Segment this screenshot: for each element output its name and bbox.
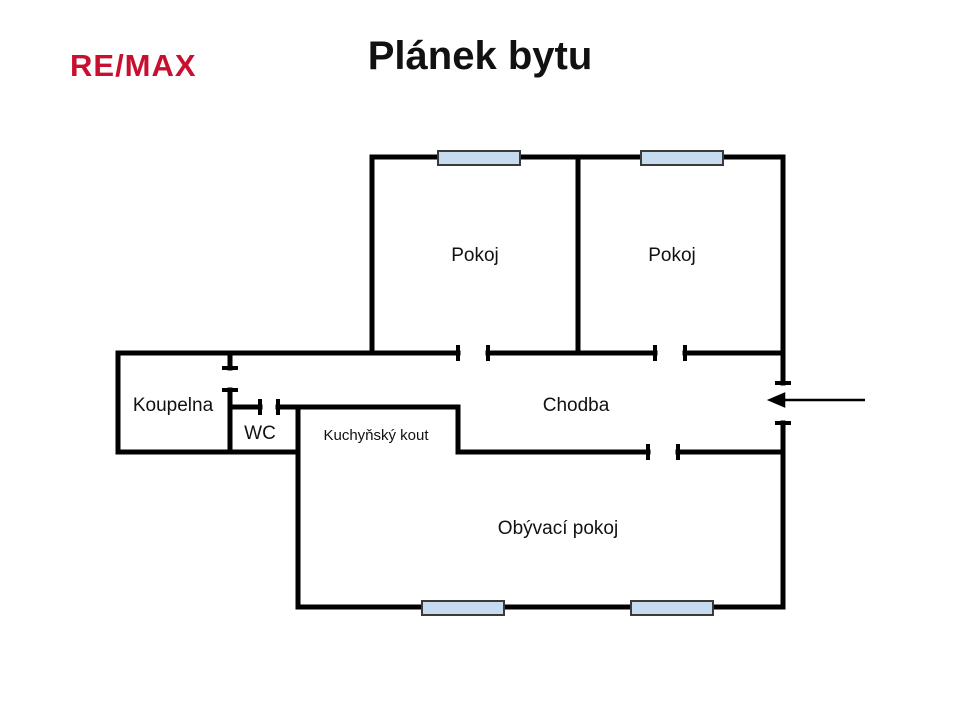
window-bedroom-2 (640, 150, 724, 166)
label-room-1: Pokoj (451, 245, 499, 266)
window-living-2 (630, 600, 714, 616)
remax-logo: RE/MAX (70, 48, 197, 84)
window-bedroom-1 (437, 150, 521, 166)
label-hallway: Chodba (543, 395, 610, 416)
label-room-2: Pokoj (648, 245, 696, 266)
entrance-arrow (766, 392, 865, 408)
room-labels: Pokoj Pokoj Koupelna WC Kuchyňský kout C… (133, 245, 696, 539)
window-living-1 (421, 600, 505, 616)
door-jambs (222, 345, 791, 460)
label-wc: WC (244, 423, 276, 444)
label-kitchen: Kuchyňský kout (323, 427, 429, 444)
walls (115, 154, 786, 610)
label-bathroom: Koupelna (133, 395, 214, 416)
arrow-head-icon (766, 392, 786, 408)
page-title: Plánek bytu (367, 34, 593, 78)
label-living-room: Obývací pokoj (498, 518, 618, 539)
windows (421, 150, 724, 616)
logo-text: RE/MAX (70, 48, 197, 83)
